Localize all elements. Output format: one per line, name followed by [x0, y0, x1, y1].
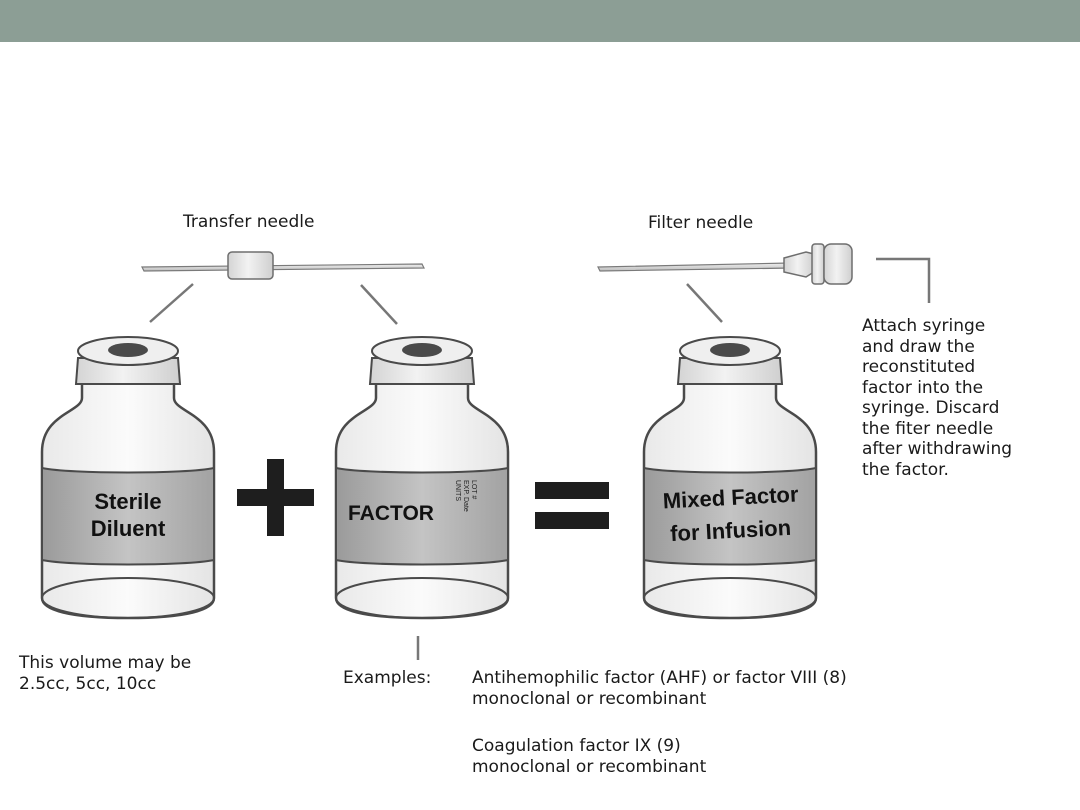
diluent-vial: Sterile Diluent — [40, 336, 216, 620]
factor-lot-text: LOT # — [470, 480, 477, 499]
filter-needle — [597, 243, 931, 323]
mixed-factor-vial: Mixed Factor for Infusion — [642, 336, 818, 620]
diluent-label-line1: Sterile — [94, 489, 161, 514]
example-factor-ix: Coagulation factor IX (9) monoclonal or … — [472, 736, 707, 777]
diluent-label-line2: Diluent — [91, 516, 166, 541]
example-ahf: Antihemophilic factor (AHF) or factor VI… — [472, 668, 847, 709]
factor-exp-text: EXP. Date — [462, 480, 469, 512]
header-bar — [0, 0, 1080, 42]
transfer-needle-label: Transfer needle — [183, 212, 315, 232]
equals-sign — [535, 482, 609, 529]
factor-label: FACTOR — [348, 502, 434, 525]
plus-sign — [237, 459, 314, 536]
volume-note: This volume may be 2.5cc, 5cc, 10cc — [19, 653, 192, 694]
attach-syringe-note: Attach syringe and draw the reconstitute… — [862, 316, 1013, 480]
transfer-needle — [141, 251, 425, 325]
examples-prefix: Examples: — [343, 668, 432, 688]
factor-units-text: UNITS — [454, 480, 461, 501]
factor-vial: FACTOR LOT # EXP. Date UNITS — [334, 336, 510, 660]
filter-needle-label: Filter needle — [648, 213, 754, 233]
